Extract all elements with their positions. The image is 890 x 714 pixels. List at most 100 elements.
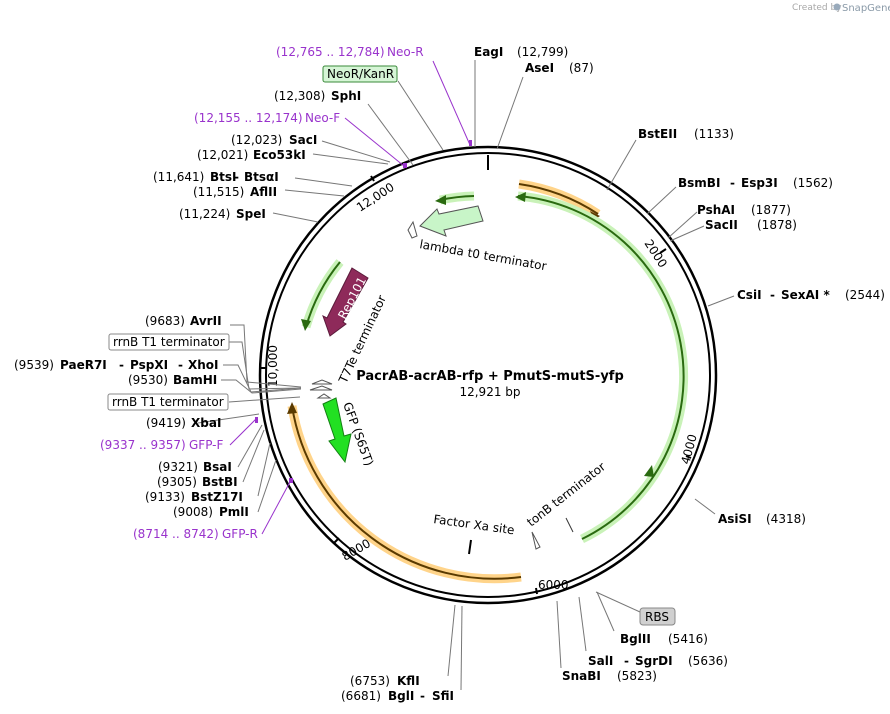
enzyme-bstbi-name: BstBI <box>202 475 238 489</box>
enzyme-sfii-name: SfiI <box>432 689 454 703</box>
leader-neo-r <box>432 60 471 146</box>
enzyme-bsmbi-name: BsmBI <box>678 176 720 190</box>
enzyme-eco53ki-pos: (12,021) <box>197 148 248 162</box>
enzyme-avrii-name: AvrII <box>190 314 222 328</box>
plasmid-length: 12,921 bp <box>459 385 520 399</box>
enzyme-csii-name: CsiI <box>737 288 762 302</box>
enzyme-bamhi-pos: (9530) <box>128 373 168 387</box>
enzyme-pmli-pos: (9008) <box>173 505 213 519</box>
primer-gfp-r-name: GFP-R <box>222 527 258 541</box>
factorxa-marker <box>468 539 472 555</box>
leader-neo-f <box>344 117 405 167</box>
green-arc-top-arrowhead <box>435 195 446 205</box>
leader-gfp-r <box>261 479 292 535</box>
rbs-box <box>639 607 676 626</box>
enzyme-eco53ki-name: Eco53kI <box>253 148 306 162</box>
backbone-inner-ring <box>265 152 711 598</box>
enzyme-sali-dash: - <box>624 654 629 668</box>
enzyme-bsteii-pos: (1133) <box>694 127 734 141</box>
neor-kanr-box <box>322 65 398 83</box>
enzyme-bgli-pos: (6681) <box>341 689 381 703</box>
enzyme-bstbi-pos: (9305) <box>157 475 197 489</box>
brand-text: SnapGene <box>842 3 890 14</box>
terminator-hairpin-1 <box>311 379 333 385</box>
leader-btsi <box>294 177 353 187</box>
leader-avrii <box>230 324 302 388</box>
enzyme-bsmbi-pos: (1562) <box>793 176 833 190</box>
green-arc-right-arrowhead2 <box>644 465 654 477</box>
primer-mark-neo-r <box>469 140 472 146</box>
plasmid-name: PacrAB-acrAB-rfp + PmutS-mutS-yfp <box>356 369 624 384</box>
enzyme-btsai-name: BtsαI <box>244 170 279 184</box>
enzyme-bglii-name: BglII <box>620 632 651 646</box>
enzyme-kfli-name: KflI <box>397 674 420 688</box>
enzyme-bamhi-name: BamHI <box>173 373 217 387</box>
leader-bsteii <box>606 139 637 191</box>
tonb-marker <box>531 531 541 550</box>
backbone-outer-ring <box>258 145 718 605</box>
enzyme-snabi-pos: (5823) <box>617 669 657 683</box>
leader-sali <box>578 596 587 652</box>
enzyme-bgli-dash: - <box>420 689 425 703</box>
leader-bgli <box>460 605 463 691</box>
enzyme-asisi-pos: (4318) <box>766 512 806 526</box>
enzyme-spei-pos: (11,224) <box>179 207 230 221</box>
tick-2000 <box>659 248 667 254</box>
lambda-small-feature <box>407 220 418 239</box>
tick-12000 <box>370 175 375 182</box>
leader-asei <box>496 76 524 150</box>
rrnb-terminator-label-1: rrnB T1 terminator <box>113 335 225 349</box>
enzyme-bglii-pos: (5416) <box>668 632 708 646</box>
enzyme-xbai-name: XbaI <box>191 416 221 430</box>
leader-xbai <box>197 413 260 424</box>
enzyme-pspxi-dash: - <box>178 358 183 372</box>
terminator-hairpin-2 <box>309 385 333 391</box>
leader-snabi <box>556 600 562 669</box>
primer-neo-f-name: Neo-F <box>305 111 340 125</box>
enzyme-sali-pos: (5636) <box>688 654 728 668</box>
enzyme-eagi-pos: (12,799) <box>517 45 568 59</box>
leader-rbs <box>595 591 641 613</box>
enzyme-pmli-name: PmlI <box>219 505 249 519</box>
enzyme-snabi-name: SnaBI <box>562 669 601 683</box>
orange-arc-top <box>518 183 599 215</box>
leader-sphi <box>367 103 414 166</box>
green-arc-right <box>517 195 685 540</box>
leader-saci <box>321 140 391 163</box>
leader-asisi <box>694 498 716 515</box>
enzyme-eagi-name: EagI <box>474 45 503 59</box>
leader-gfp-f <box>229 418 257 446</box>
primer-mark-gfp-r <box>289 478 293 483</box>
leader-sacii <box>669 225 705 242</box>
green-arc-right-arrowhead <box>515 192 526 202</box>
enzyme-esp3i-name: Esp3I <box>741 176 778 190</box>
enzyme-bgli-name: BglI <box>388 689 414 703</box>
leader-neor-kanr <box>397 80 444 151</box>
tick-8000 <box>333 537 340 544</box>
tick-label-10000: 10,000 <box>266 345 280 387</box>
leader-kfli <box>447 604 456 677</box>
enzyme-sgrdi-name: SgrDI <box>635 654 673 668</box>
enzyme-bsteii-name: BstEII <box>638 127 677 141</box>
enzyme-asisi-name: AsiSI <box>718 512 752 526</box>
leader-bglii <box>596 591 615 632</box>
primer-mark-neo-f <box>403 163 407 168</box>
enzyme-csii-dash: - <box>770 288 775 302</box>
enzyme-sali-name: SalI <box>588 654 613 668</box>
lambda-terminator-label: lambda t0 terminator <box>418 237 547 273</box>
rbs-label: RBS <box>645 610 669 624</box>
enzyme-pspxi-name: PspXI <box>130 358 168 372</box>
lambda-terminator-arrow <box>419 205 484 237</box>
leader-bstbi <box>242 429 265 483</box>
enzyme-saci-name: SacI <box>289 133 317 147</box>
leader-rrnb-2 <box>228 396 301 403</box>
leader-bstz17i <box>257 442 271 497</box>
terminator-hairpin-3 <box>316 393 332 399</box>
enzyme-asei-pos: (87) <box>569 61 594 75</box>
orange-arc-bottom-arrowhead <box>287 402 297 414</box>
enzyme-btsi-name: BtsI <box>210 170 237 184</box>
leader-eco53ki <box>312 153 389 165</box>
leader-bsmbi <box>646 186 677 215</box>
enzyme-paer7i-name: PaeR7I <box>60 358 107 372</box>
